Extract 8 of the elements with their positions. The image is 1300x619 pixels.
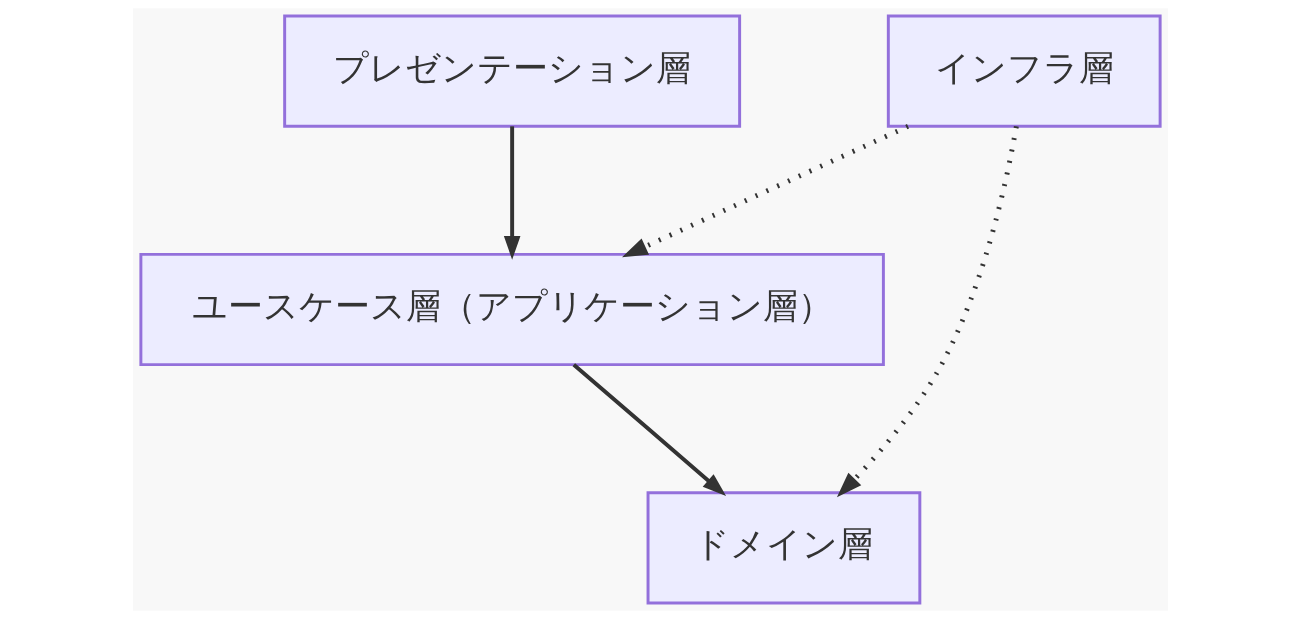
- arrow: [503, 126, 520, 260]
- node-box: プレゼンテーション層: [282, 14, 741, 128]
- arrow: [572, 363, 726, 496]
- node-box: ユースケース層（アプリケーション層）: [138, 252, 885, 367]
- arrow: [621, 124, 909, 258]
- node-box: インフラ層: [886, 14, 1162, 128]
- arrow: [836, 125, 1019, 498]
- node-box: ドメイン層: [646, 491, 921, 605]
